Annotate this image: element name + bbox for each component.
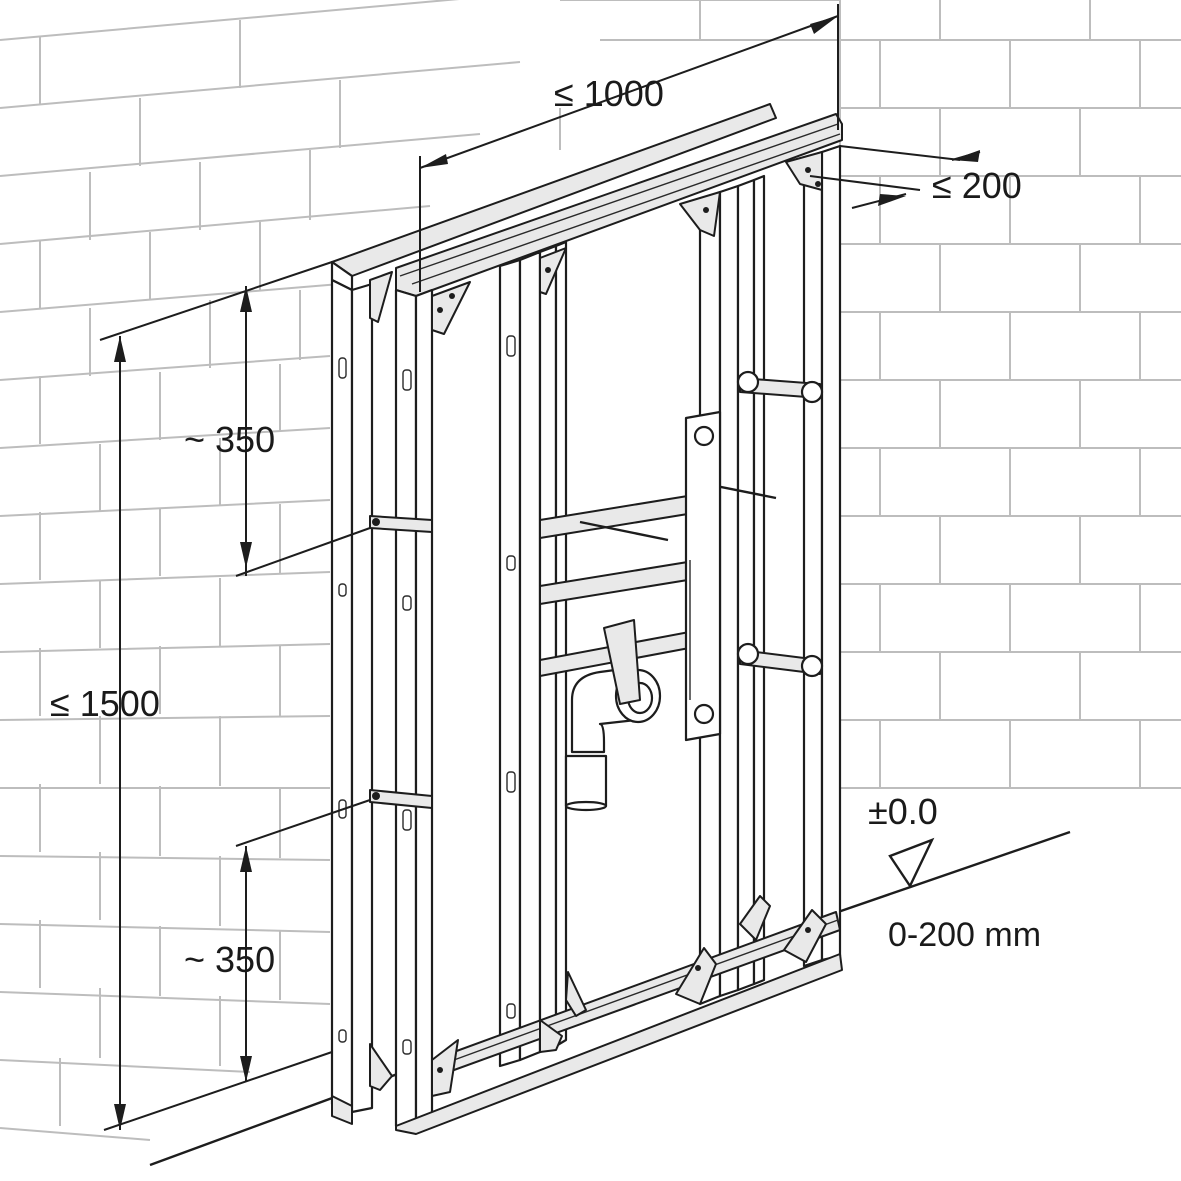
post-slots <box>402 335 516 1055</box>
width-label: ≤ 1000 <box>554 73 664 114</box>
lower-bracket-label: ~ 350 <box>184 939 275 980</box>
depth-label: ≤ 200 <box>932 165 1022 206</box>
waste-pipe <box>564 619 662 812</box>
height-label: ≤ 1500 <box>50 683 160 724</box>
dimension-lines <box>99 4 981 1131</box>
cross-rails <box>539 410 777 742</box>
wall-anchors-right <box>736 370 824 678</box>
wall-brackets <box>369 515 433 809</box>
front-frame <box>369 113 843 1135</box>
brick-wall-left <box>0 0 521 1141</box>
floor-range-label: 0-200 mm <box>888 916 1041 954</box>
rear-frame <box>330 103 777 1125</box>
upper-bracket-label: ~ 350 <box>184 419 275 460</box>
corner-gussets <box>369 151 827 1097</box>
floor-level-label: ±0.0 <box>868 791 938 832</box>
